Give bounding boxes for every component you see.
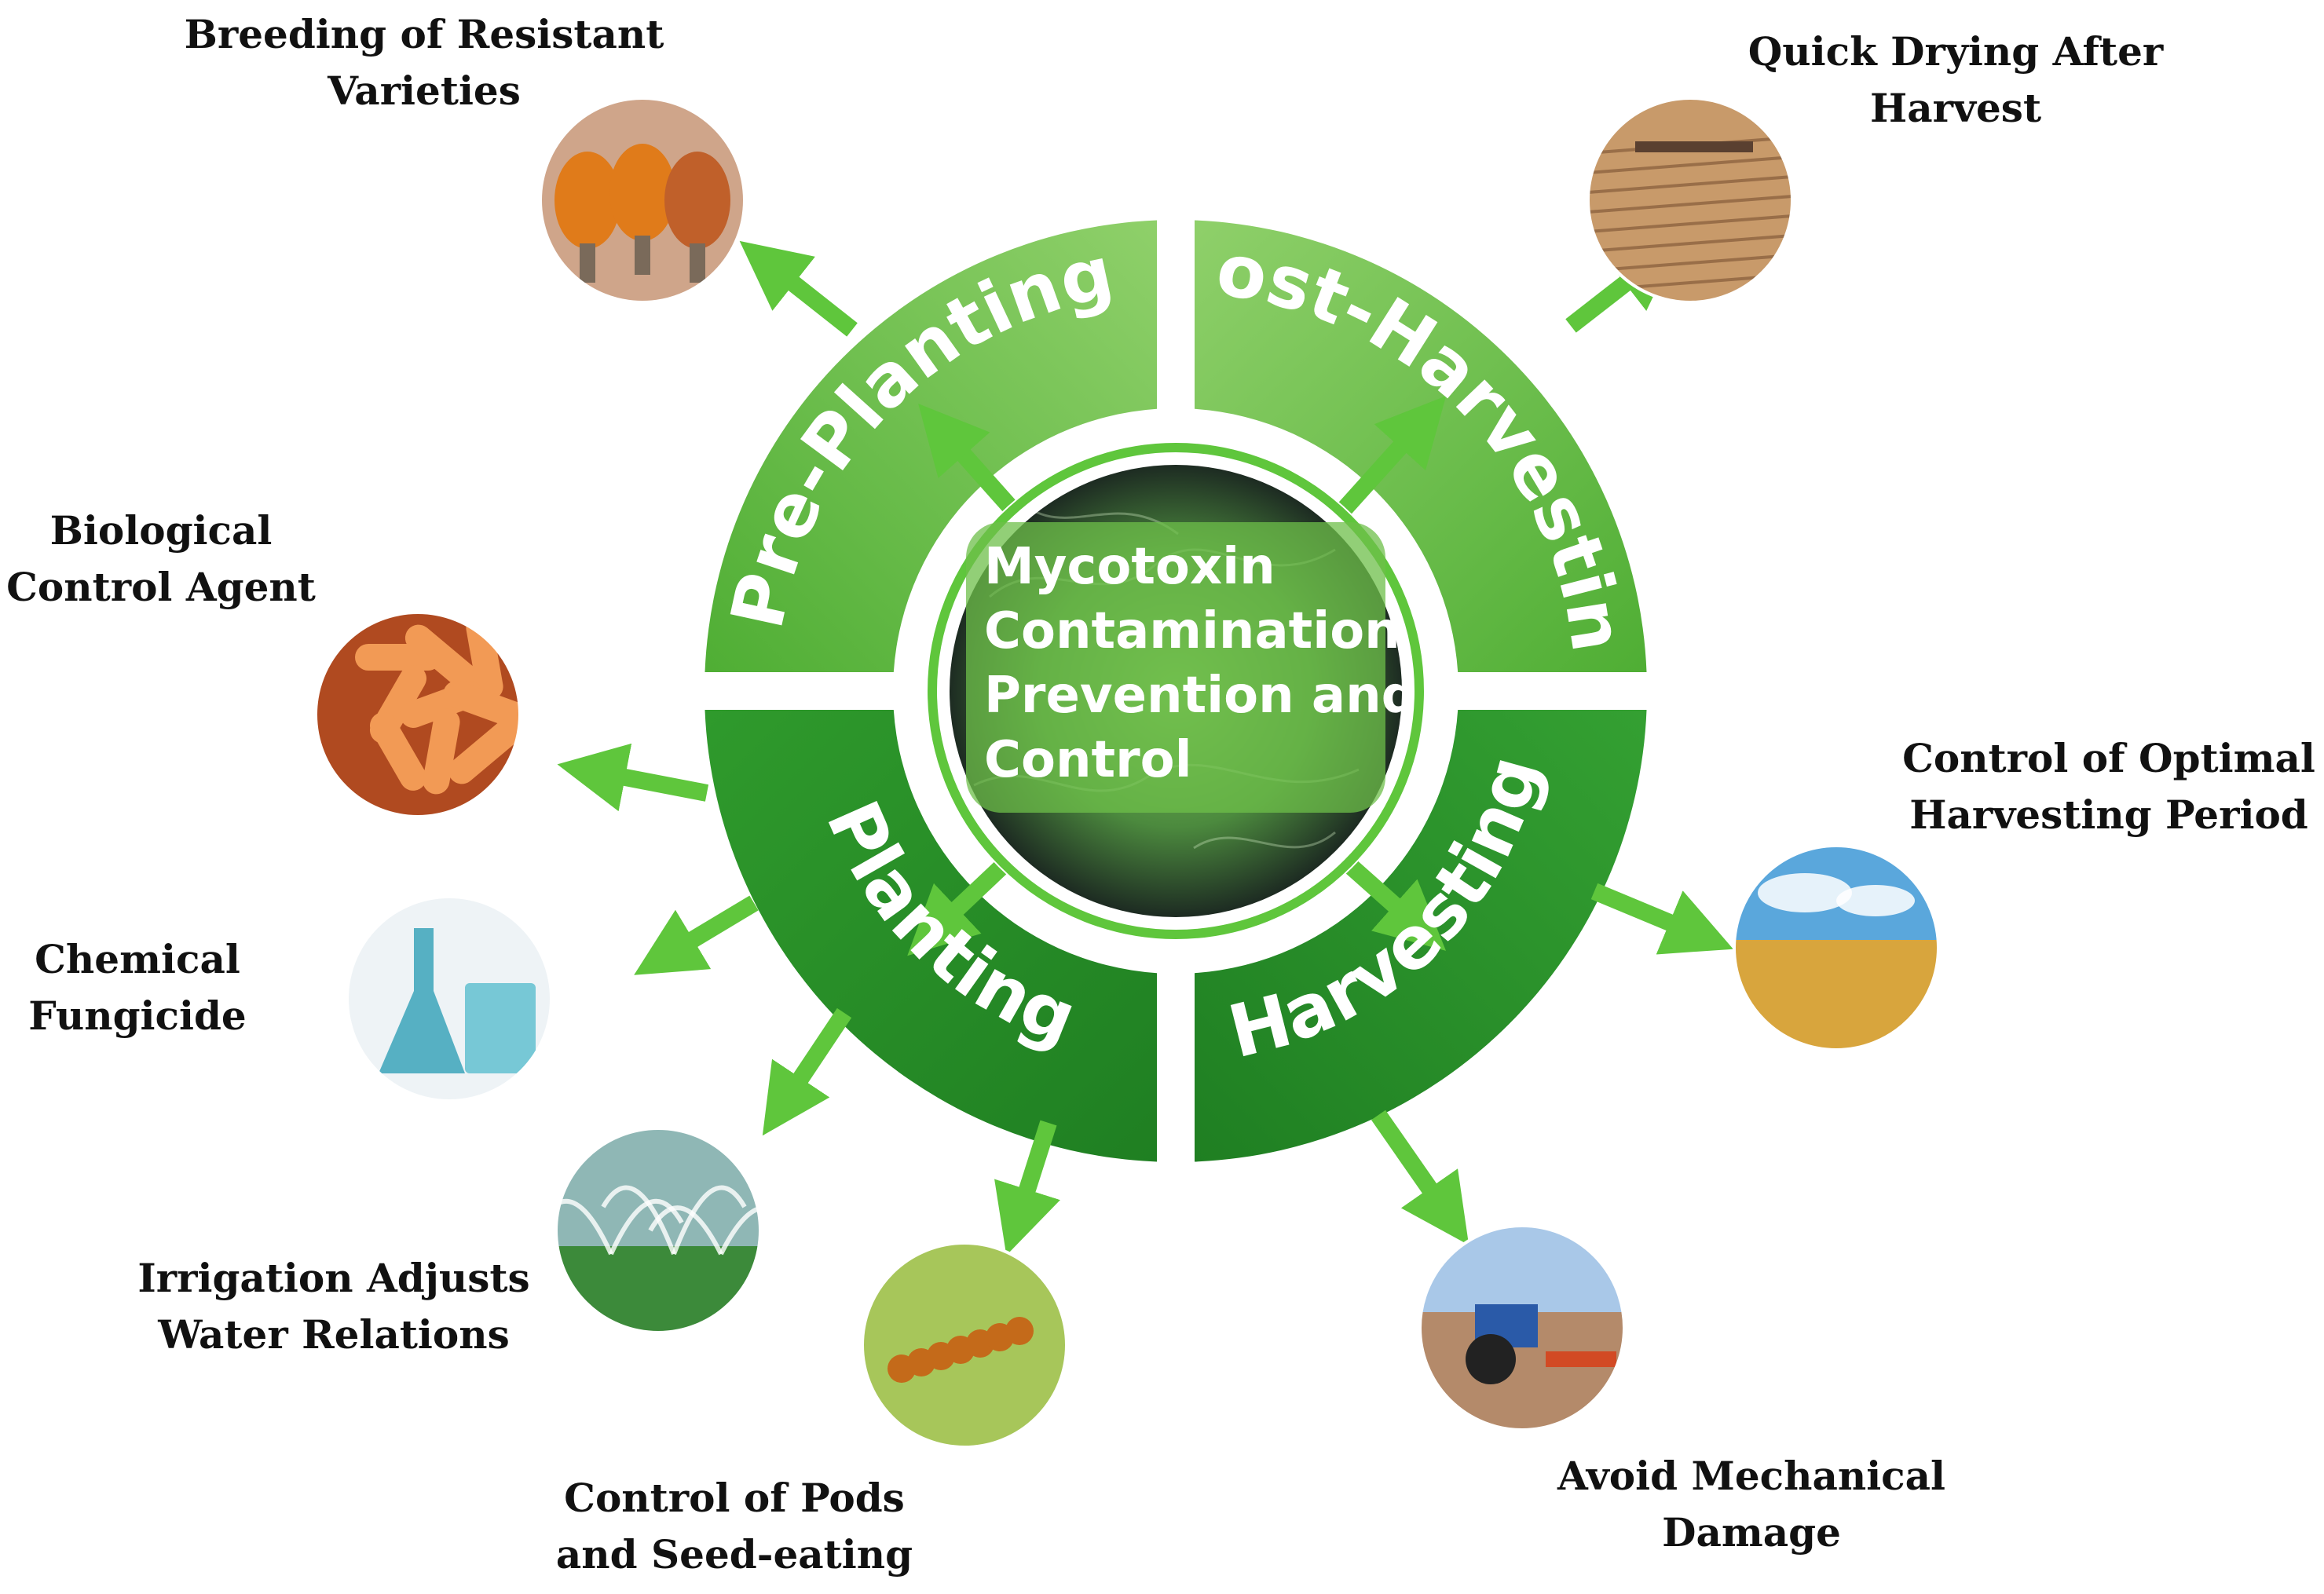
grain-drying-photo (1587, 97, 1794, 304)
arrow (739, 240, 858, 337)
arrow (994, 1120, 1060, 1256)
arrows (557, 240, 1733, 1256)
tractor-photo (1418, 1224, 1626, 1431)
center-title-panel (966, 522, 1385, 813)
caterpillar-photo (861, 1241, 1068, 1449)
sprinkler-field-photo (554, 1127, 762, 1334)
arrow (1371, 1110, 1469, 1245)
arrow (1590, 883, 1733, 955)
wheat-harvest-photo (1733, 844, 1940, 1051)
arrow (557, 743, 709, 812)
lab-flasks-photo (346, 895, 553, 1102)
arrow (634, 895, 759, 975)
arrow (762, 1007, 852, 1136)
arrow (1336, 396, 1447, 517)
arrow (918, 403, 1020, 517)
bacteria-photo (314, 611, 522, 818)
seed-jars-photo (539, 97, 746, 304)
